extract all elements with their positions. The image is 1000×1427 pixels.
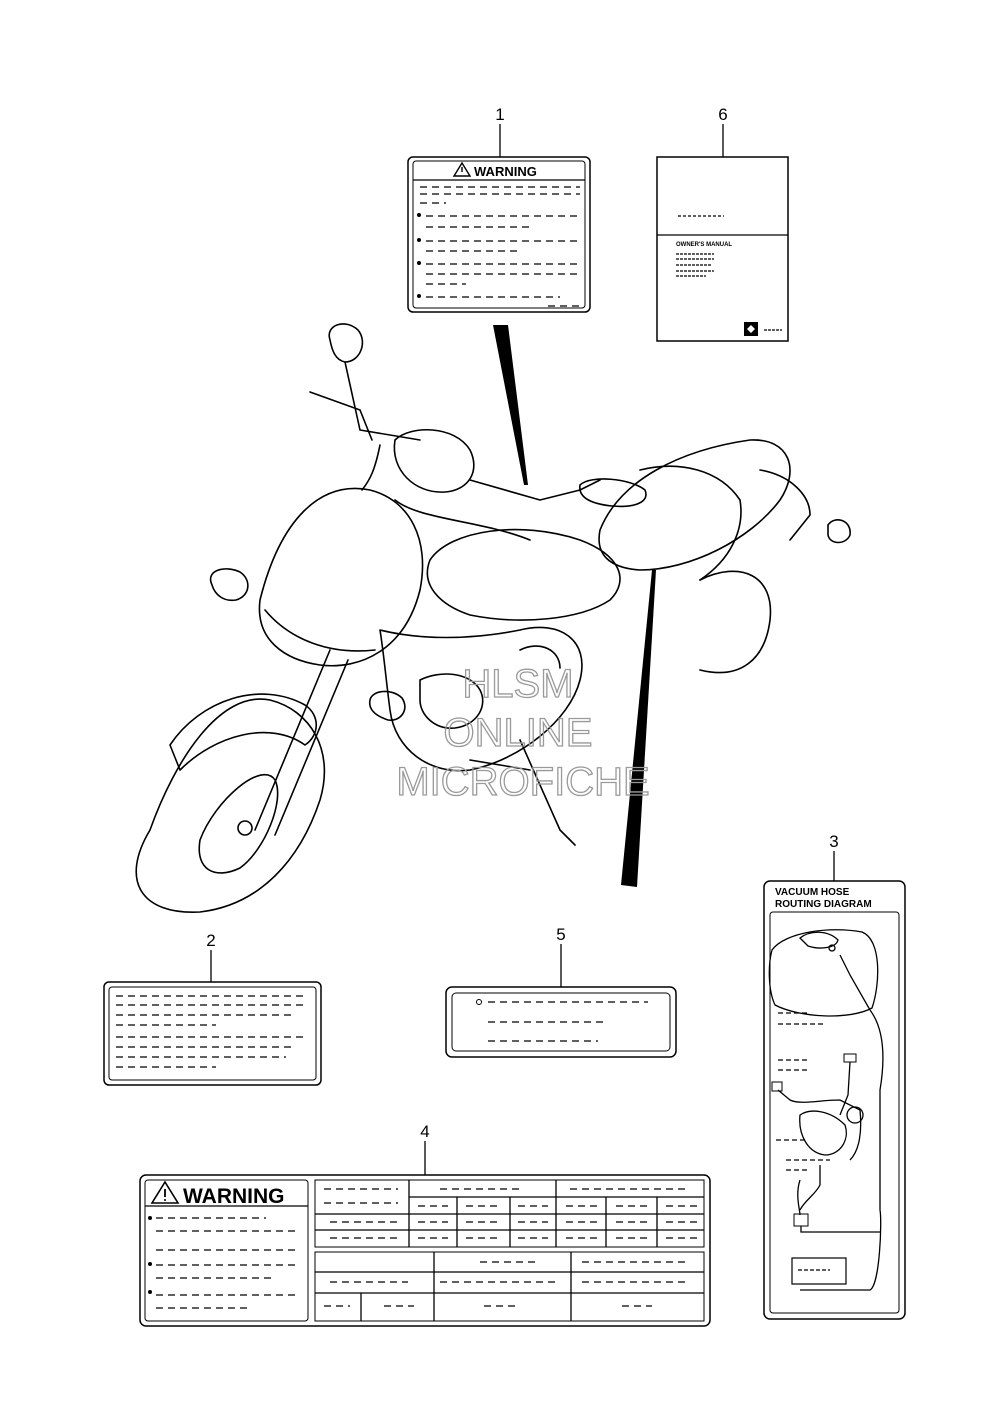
label-6-owners-manual: OWNER'S MANUAL (656, 156, 789, 342)
label-5 (445, 986, 677, 1058)
leader-wedge-1 (493, 325, 528, 485)
watermark: HLSM ONLINE MICROFICHE (396, 661, 651, 804)
label-3-vacuum-hose: VACUUM HOSE ROUTING DIAGRAM (763, 880, 906, 1320)
leader-wedge-5 (621, 570, 656, 887)
label-3-title-line1: VACUUM HOSE (775, 887, 850, 898)
callout-5: 5 (556, 925, 565, 944)
label-3-title-line2: ROUTING DIAGRAM (775, 899, 872, 910)
label-1-title: WARNING (474, 164, 537, 179)
callout-6: 6 (718, 105, 727, 124)
callout-4: 4 (420, 1122, 429, 1141)
callout-numbers: 1 2 3 4 5 6 (206, 105, 838, 1141)
callout-3: 3 (829, 832, 838, 851)
watermark-line-3: MICROFICHE (396, 760, 649, 804)
motorcycle-drawing (135, 323, 851, 913)
label-4-title: WARNING (183, 1185, 285, 1208)
warning-triangle-icon (452, 161, 472, 177)
label-4-warning-table: WARNING (139, 1174, 711, 1327)
callout-1: 1 (495, 105, 504, 124)
watermark-line-2: ONLINE (444, 711, 593, 755)
label-2 (103, 981, 322, 1086)
leader-lines (210, 124, 835, 1175)
label-1-warning: WARNING (407, 156, 591, 313)
callout-2: 2 (206, 931, 215, 950)
brand-logo-icon (744, 322, 758, 336)
warning-triangle-icon (150, 1180, 180, 1204)
label-6-title: OWNER'S MANUAL (676, 242, 732, 248)
watermark-line-1: HLSM (462, 662, 573, 706)
